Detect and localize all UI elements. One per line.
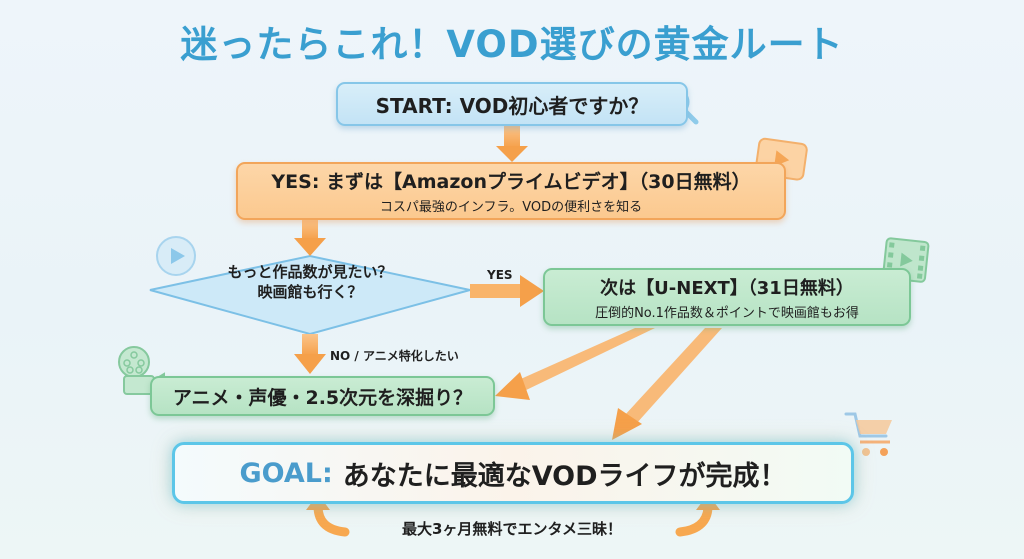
yes-branch-label: YES <box>487 268 513 282</box>
arrow-decision-to-unext <box>470 275 544 307</box>
unext-node-title: 次は【U-NEXT】（31日無料） <box>600 277 854 299</box>
goal-label: GOAL: <box>239 457 333 489</box>
film-strip-icon <box>882 237 930 283</box>
anime-node-text: アニメ・声優・2.5次元を深掘り？ <box>172 386 473 409</box>
goal-node: GOAL: あなたに最適なVODライフが完成！ <box>172 442 854 504</box>
arrow-unext-to-anime <box>495 328 655 400</box>
play-circle-icon <box>156 236 196 276</box>
start-node: START: VOD初心者ですか？ <box>336 82 688 126</box>
shopping-cart-icon <box>844 412 892 456</box>
arrow-unext-to-goal <box>612 328 722 440</box>
amazon-prime-node-subtitle: コスパ最強のインフラ。VODの便利さを知る <box>379 200 643 215</box>
anime-node: アニメ・声優・2.5次元を深掘り？ <box>150 376 495 416</box>
unext-node-subtitle: 圧倒的No.1作品数＆ポイントで映画館もお得 <box>595 305 859 321</box>
decision-line-1: もっと作品数が見たい？ <box>227 263 393 281</box>
footer-caption: 最大3ヶ月無料でエンタメ三昧！ <box>402 520 622 538</box>
decision-line-2: 映画館も行く？ <box>257 283 363 301</box>
decision-node-text: もっと作品数が見たい？ 映画館も行く？ <box>150 262 470 302</box>
no-branch-label: NO / アニメ特化したい <box>330 349 459 363</box>
arrow-start-to-amazon <box>496 126 528 162</box>
arrow-decision-to-anime <box>294 334 326 374</box>
unext-node: 次は【U-NEXT】（31日無料） 圧倒的No.1作品数＆ポイントで映画館もお得 <box>543 268 911 326</box>
goal-text: あなたに最適なVODライフが完成！ <box>342 460 787 492</box>
amazon-prime-node: YES: まずは【Amazonプライムビデオ】（30日無料） コスパ最強のインフ… <box>236 162 786 220</box>
amazon-prime-node-title: YES: まずは【Amazonプライムビデオ】（30日無料） <box>271 171 751 193</box>
arrow-amazon-to-decision <box>294 220 326 256</box>
page-title: 迷ったらこれ！VOD選びの黄金ルート <box>180 23 844 66</box>
start-node-text: START: VOD初心者ですか？ <box>375 93 649 118</box>
